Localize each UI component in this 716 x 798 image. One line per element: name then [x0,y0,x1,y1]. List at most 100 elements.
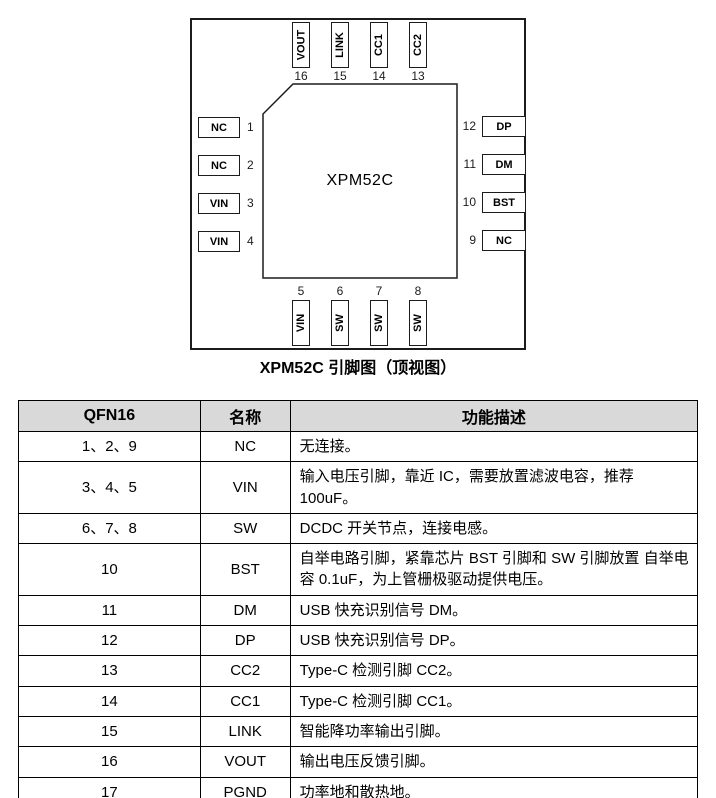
pin-name-cell: VOUT [199,746,291,778]
table-row: 13 CC2 Type-C 检测引脚 CC2。 [18,655,699,687]
table-row: 12 DP USB 快充识别信号 DP。 [18,625,699,657]
table-row: 10 BST 自举电路引脚，紧靠芯片 BST 引脚和 SW 引脚放置 自举电容 … [18,543,699,596]
pin-label: NC [211,159,227,172]
pin-desc-cell: USB 快充识别信号 DM。 [289,594,699,627]
pin-label: DM [495,158,513,171]
pin-box: DP [482,116,526,137]
pin-numbers-cell: 6、7、8 [18,512,201,545]
pin-desc-cell: Type-C 检测引脚 CC1。 [289,685,699,717]
pin-name-cell: LINK [199,715,291,748]
pin-number: 14 [372,69,386,83]
pin-label: CC2 [412,33,425,57]
pin-number: 13 [411,69,425,83]
pin-desc-cell: 功率地和散热地。 [289,776,699,798]
pin-desc-cell: USB 快充识别信号 DP。 [289,625,699,657]
pin-name-cell: DP [199,625,291,657]
pin-desc-cell: 智能降功率输出引脚。 [289,715,699,748]
pin-numbers-cell: 11 [18,594,201,627]
pin-box: VOUT [292,22,310,68]
pin-number: 4 [247,234,254,248]
pin-name-cell: DM [199,594,291,627]
pin-label: NC [211,121,227,134]
pin-numbers-cell: 15 [18,715,201,748]
pin-number: 16 [294,69,308,83]
pin-box: VIN [198,193,240,214]
pin-number: 7 [375,284,383,298]
pin-box: VIN [198,231,240,252]
diagram-caption: XPM52C 引脚图（顶视图） [259,360,457,377]
chip-die-outline [262,83,458,279]
table-row: 1、2、9 NC 无连接。 [18,430,699,463]
pin-number: 5 [297,284,305,298]
pin-box: VIN [292,300,310,346]
pin-label: VIN [209,197,229,210]
pin-numbers-cell: 1、2、9 [18,430,201,463]
pin-box: LINK [331,22,349,68]
pin-label: LINK [334,32,347,58]
pin-box: NC [198,155,240,176]
pin-box: SW [370,300,388,346]
pin-name-cell: CC1 [199,685,291,717]
pin-box: DM [482,154,526,175]
pin-number: 10 [462,195,476,209]
header-qfn16: QFN16 [18,400,201,432]
pin-name-cell: BST [199,543,291,596]
pin-label: SW [373,314,386,332]
pin-numbers-cell: 3、4、5 [18,461,201,514]
pin-label: CC1 [373,33,386,57]
table-row: 16 VOUT 输出电压反馈引脚。 [18,746,699,778]
pinout-diagram: XPM52C VOUT LINK CC1 CC2 16 15 14 13 NC … [0,0,716,395]
pin-label: DP [496,120,512,133]
pin-number: 11 [463,157,476,171]
pin-name-cell: SW [199,512,291,545]
pin-desc-cell: DCDC 开关节点，连接电感。 [289,512,699,545]
pin-desc-cell: 自举电路引脚，紧靠芯片 BST 引脚和 SW 引脚放置 自举电容 0.1uF，为… [289,543,699,596]
header-name: 名称 [199,400,291,432]
table-row: 14 CC1 Type-C 检测引脚 CC1。 [18,685,699,717]
pin-numbers-cell: 13 [18,655,201,687]
pin-number: 9 [469,233,476,247]
pin-desc-cell: 无连接。 [289,430,699,463]
pin-label: SW [412,314,425,332]
table-row: 3、4、5 VIN 输入电压引脚，靠近 IC，需要放置滤波电容，推荐 100uF… [18,461,699,514]
pin-label: VIN [209,235,229,248]
pin-numbers-cell: 17 [18,776,201,798]
pin-number: 6 [336,284,344,298]
table-row: 6、7、8 SW DCDC 开关节点，连接电感。 [18,512,699,545]
pin-name-cell: CC2 [199,655,291,687]
pin-box: SW [409,300,427,346]
table-row: 11 DM USB 快充识别信号 DM。 [18,594,699,627]
pin-numbers-cell: 16 [18,746,201,778]
table-header-row: QFN16 名称 功能描述 [18,400,699,432]
pin-number: 15 [333,69,347,83]
chip-label: XPM52C [326,172,394,189]
pin-name-cell: VIN [199,461,291,514]
pin-box: CC2 [409,22,427,68]
pin-number: 1 [247,120,254,134]
pin-box: SW [331,300,349,346]
pin-label: VIN [295,313,307,333]
pin-box: BST [482,192,526,213]
pin-desc-cell: 输入电压引脚，靠近 IC，需要放置滤波电容，推荐 100uF。 [289,461,699,514]
pin-box: NC [482,230,526,251]
pin-number: 3 [247,196,254,210]
pin-box: CC1 [370,22,388,68]
pin-numbers-cell: 14 [18,685,201,717]
pin-numbers-cell: 12 [18,625,201,657]
pin-label: BST [493,196,515,209]
pin-function-table: QFN16 名称 功能描述 1、2、9 NC 无连接。 3、4、5 VIN 输入… [18,400,699,798]
pin-number: 8 [414,284,422,298]
pin-desc-cell: Type-C 检测引脚 CC2。 [289,655,699,687]
pin-numbers-cell: 10 [18,543,201,596]
pin-desc-cell: 输出电压反馈引脚。 [289,746,699,778]
pin-name-cell: PGND [199,776,291,798]
table-row: 15 LINK 智能降功率输出引脚。 [18,715,699,748]
header-description: 功能描述 [289,400,699,432]
pin-label: NC [496,234,512,247]
pin-box: NC [198,117,240,138]
pin-label: VOUT [295,29,307,61]
pin-number: 12 [462,119,476,133]
table-row: 17 PGND 功率地和散热地。 [18,776,699,798]
pin-number: 2 [247,158,254,172]
